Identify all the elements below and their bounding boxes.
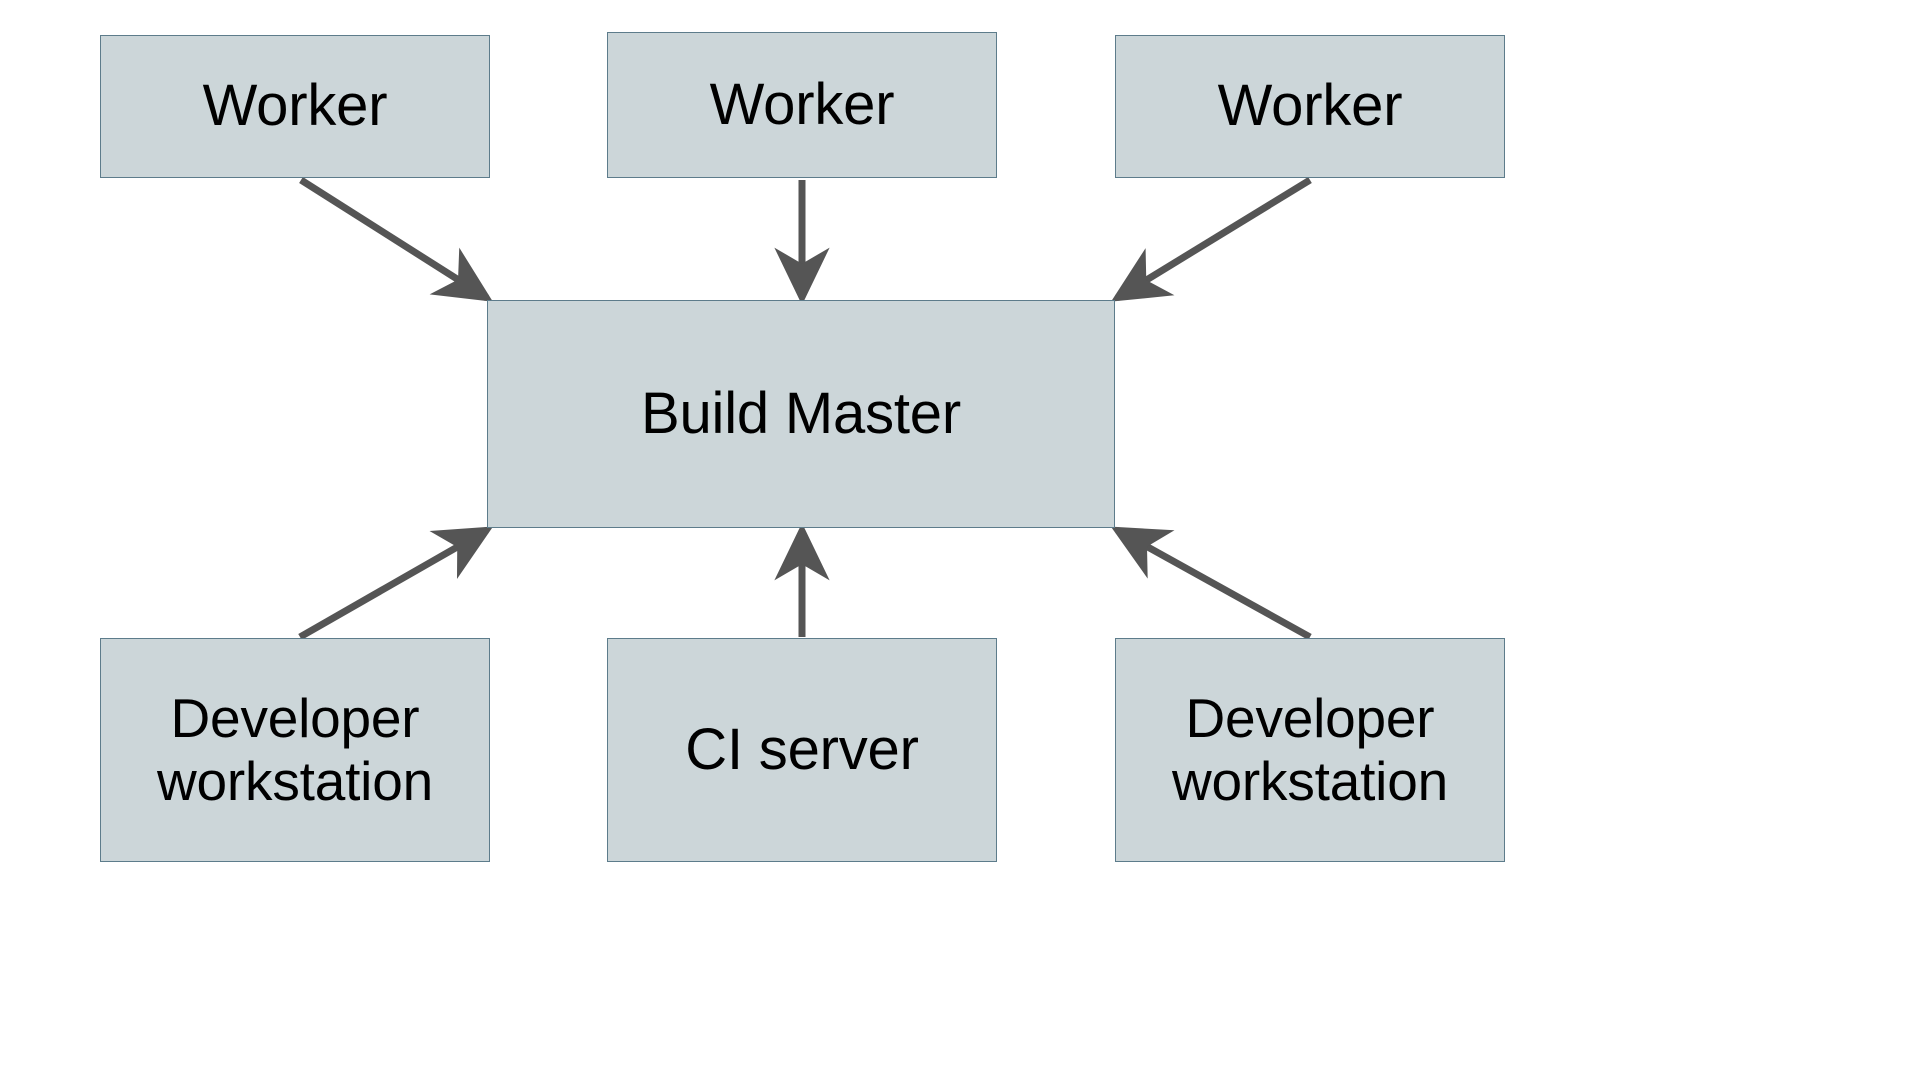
node-label-dev-ws-right: Developer workstation xyxy=(1172,687,1448,812)
node-label-worker-3: Worker xyxy=(1217,73,1403,139)
node-label-dev-ws-left: Developer workstation xyxy=(157,687,433,812)
node-label-build-master: Build Master xyxy=(641,380,961,446)
node-build-master[interactable]: Build Master xyxy=(487,300,1115,528)
edge-worker1-to-master xyxy=(299,177,493,302)
node-worker-1[interactable]: Worker xyxy=(100,35,490,178)
edge-devleft-to-master xyxy=(298,526,494,641)
node-label-ci-server: CI server xyxy=(685,716,919,782)
node-ci-server[interactable]: CI server xyxy=(607,638,997,862)
node-label-worker-1: Worker xyxy=(202,73,388,139)
node-dev-ws-right[interactable]: Developer workstation xyxy=(1115,638,1505,862)
node-dev-ws-left[interactable]: Developer workstation xyxy=(100,638,490,862)
edge-worker3-to-master xyxy=(1111,177,1312,302)
node-worker-3[interactable]: Worker xyxy=(1115,35,1505,178)
edge-devright-to-master xyxy=(1110,526,1312,641)
node-label-worker-2: Worker xyxy=(709,71,895,137)
node-worker-2[interactable]: Worker xyxy=(607,32,997,178)
